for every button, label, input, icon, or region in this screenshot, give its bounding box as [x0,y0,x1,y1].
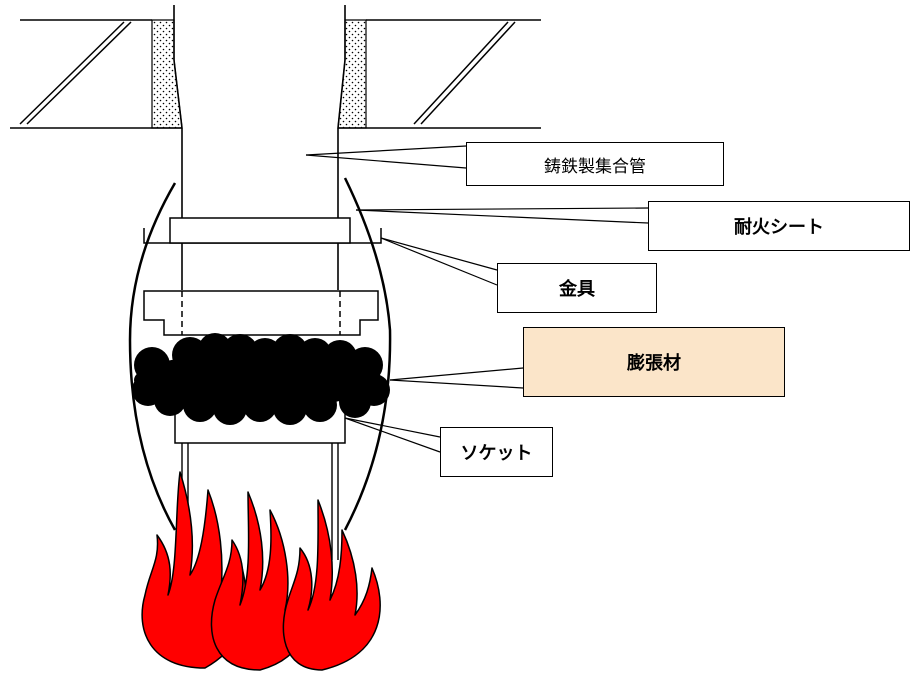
label-text: 膨張材 [627,353,681,374]
label-metal-bracket: 金具 [497,263,657,313]
label-socket: ソケット [440,427,553,477]
label-fireproof-sheet: 耐火シート [648,201,910,251]
label-cast-iron-pipe: 鋳鉄製集合管 [466,142,724,186]
fireproof-sheet [128,177,392,531]
intumescent-material [132,333,390,425]
flame-icon [141,471,381,671]
metal-bracket [143,217,382,244]
label-text: 鋳鉄製集合管 [544,156,646,177]
cast-iron-pipe [181,128,339,290]
label-text: 耐火シート [734,217,824,238]
leader-lines [305,145,649,453]
mortar-fill [151,19,367,129]
sleeve [173,5,346,129]
socket-flange [143,290,379,336]
floor-slab [10,19,541,129]
label-intumescent: 膨張材 [523,327,785,397]
label-text: ソケット [460,443,533,464]
label-text: 金具 [559,279,595,300]
